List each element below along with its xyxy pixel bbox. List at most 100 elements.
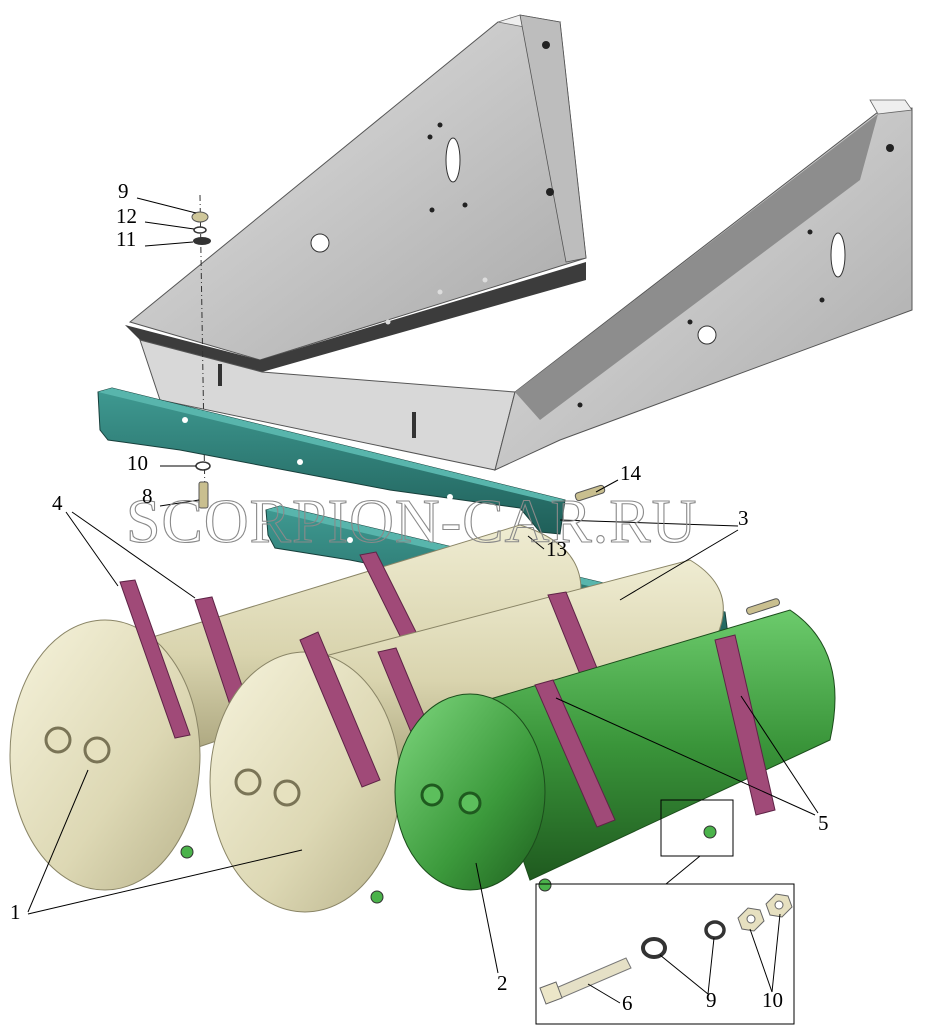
leader-3b <box>619 529 739 601</box>
bracket-hole <box>429 207 435 213</box>
callout-10-top: 10 <box>127 451 148 475</box>
detail-source-box <box>660 799 734 857</box>
bracket-hole <box>886 144 894 152</box>
crossbar-hole <box>347 537 353 543</box>
assembly-axis-line <box>199 194 206 501</box>
leader-4b <box>71 511 196 599</box>
detail-bolt-6 <box>539 957 632 1005</box>
leader-6 <box>587 983 621 1004</box>
bracket-right-flange <box>869 99 913 115</box>
bracket-slot-right <box>830 232 846 278</box>
air-tank-cream-back <box>9 524 582 891</box>
bracket-left-plate <box>128 21 587 361</box>
strap-bolt <box>370 890 384 904</box>
leader-13 <box>527 535 545 550</box>
leader-9d-b <box>707 937 715 995</box>
leader-2 <box>475 862 499 974</box>
tank-port <box>458 791 482 815</box>
detail-nut-hole <box>774 900 784 910</box>
bracket-slot-left <box>445 137 461 183</box>
detail-washer-lock <box>704 920 726 940</box>
washer-10 <box>195 461 211 471</box>
detail-frame <box>535 883 795 1025</box>
callout-11: 11 <box>116 227 136 251</box>
stud-14 <box>574 484 606 502</box>
detail-view <box>535 799 795 1025</box>
tank-port <box>83 736 111 764</box>
detail-link-line <box>665 855 701 885</box>
frame-bracket <box>125 14 913 471</box>
fastener-stack <box>191 194 211 509</box>
bracket-hole <box>687 319 693 325</box>
detail-nut-hole <box>746 914 756 924</box>
tank-port <box>234 768 262 796</box>
leader-lines <box>27 197 819 1004</box>
nut-9 <box>191 211 209 223</box>
leader-8 <box>159 499 200 507</box>
tank-port <box>44 726 72 754</box>
bracket-hole <box>437 289 443 295</box>
crossbar-upper-top <box>98 388 565 502</box>
bolt-shank <box>555 957 632 999</box>
callout-9-top: 9 <box>118 179 129 203</box>
washer-11 <box>193 237 211 245</box>
bracket-hole <box>542 41 550 49</box>
leader-9 <box>136 197 197 214</box>
bracket-hole <box>819 297 825 303</box>
leader-14 <box>595 479 619 493</box>
leader-1a <box>27 769 89 913</box>
watermark-text: SCORPION-CAR.RU <box>126 488 697 556</box>
leader-12 <box>144 221 195 230</box>
leader-10d-b <box>771 913 781 993</box>
tank-strap <box>714 634 776 816</box>
bracket-hole <box>310 233 330 253</box>
callout-10-detail: 10 <box>762 988 783 1012</box>
tank-strap <box>299 631 381 788</box>
leader-5a <box>555 697 816 816</box>
callout-2: 2 <box>497 971 508 995</box>
tank-port <box>420 783 444 807</box>
strap-bolt <box>703 825 717 839</box>
crossbar-hole <box>182 417 188 423</box>
callout-9-detail: 9 <box>706 988 717 1012</box>
bracket-hole <box>577 402 583 408</box>
bracket-hole <box>697 325 717 345</box>
callout-6: 6 <box>622 991 633 1015</box>
tank-port <box>273 779 301 807</box>
callout-12: 12 <box>116 204 137 228</box>
callout-labels: 9 12 11 10 8 4 14 13 3 5 1 2 6 9 10 <box>10 179 829 1015</box>
strap-bolt <box>538 878 552 892</box>
bracket-hole <box>385 319 391 325</box>
bracket-hole <box>427 134 433 140</box>
crossbar-hole <box>447 494 453 500</box>
callout-14: 14 <box>620 461 642 485</box>
callout-13: 13 <box>546 537 567 561</box>
strap-bolt <box>180 845 194 859</box>
callout-8: 8 <box>142 484 153 508</box>
tank-strap <box>119 579 191 739</box>
bracket-hole <box>462 202 468 208</box>
callout-4: 4 <box>52 491 63 515</box>
bracket-hole <box>807 229 813 235</box>
tank-strap <box>534 679 616 828</box>
leader-4a <box>65 511 119 587</box>
washer-12 <box>193 226 207 234</box>
bracket-right-underside <box>515 114 878 420</box>
bracket-hole <box>546 188 554 196</box>
bracket-left-edge <box>519 14 587 263</box>
tank-stud <box>746 598 780 615</box>
air-tank-green <box>394 598 836 892</box>
bracket-hole <box>482 277 488 283</box>
detail-washer-flat <box>641 937 667 959</box>
callout-1: 1 <box>10 900 21 924</box>
bolt-8 <box>198 481 209 509</box>
bracket-slot-small <box>412 412 416 438</box>
bracket-hole <box>437 122 443 128</box>
leader-11 <box>144 241 194 247</box>
leader-9d-a <box>659 954 709 995</box>
leader-5b <box>740 695 819 814</box>
leader-1b <box>27 849 303 915</box>
leader-10d-a <box>749 928 773 993</box>
callout-3: 3 <box>738 506 749 530</box>
